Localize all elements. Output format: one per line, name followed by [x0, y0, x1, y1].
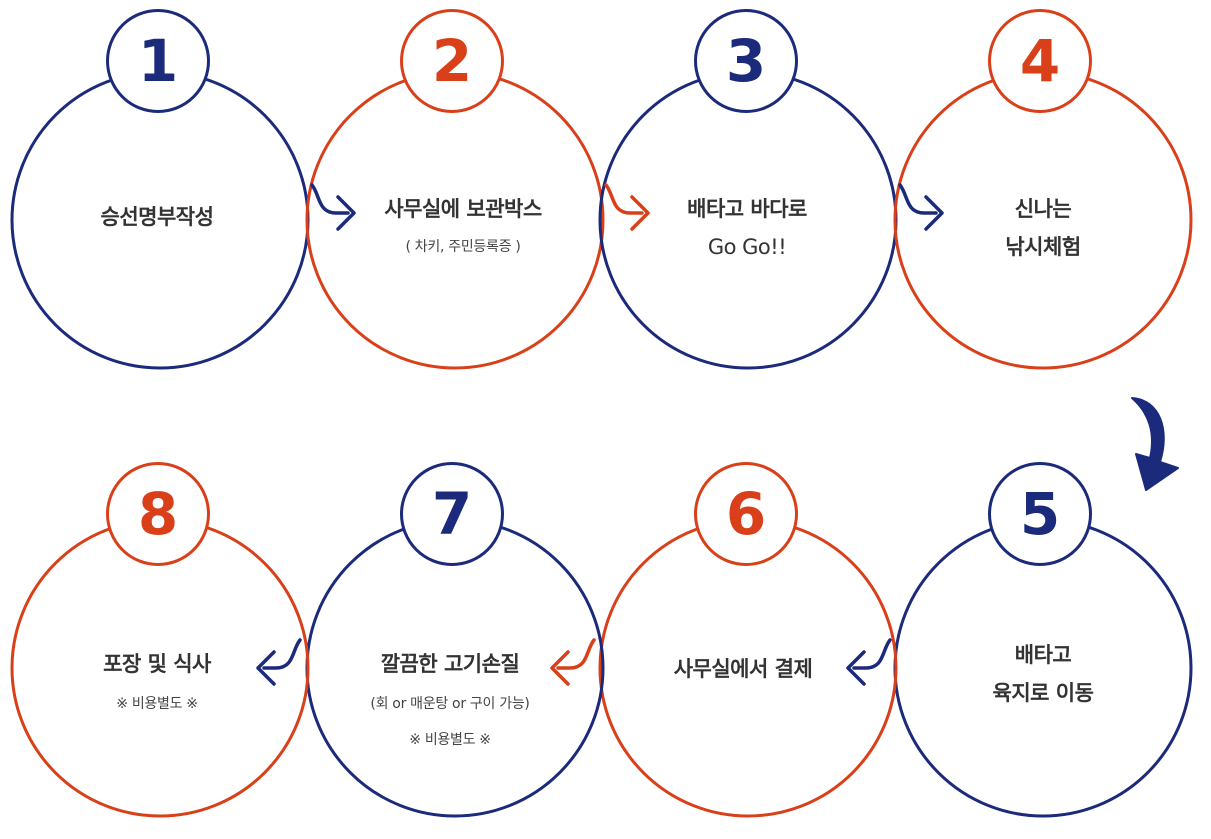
step-6-number-badge: 6: [694, 462, 798, 566]
step-4-number-badge: 4: [988, 9, 1092, 113]
arrow-right-icon: [924, 195, 944, 231]
step-2-number-badge: 2: [400, 9, 504, 113]
arrow-left-icon: [550, 650, 570, 686]
curved-down-arrow-icon: [1131, 397, 1179, 491]
step-8-label: 포장 및 식사 ※ 비용별도 ※: [37, 645, 277, 715]
step-7-title: 깔끔한 고기손질: [380, 652, 520, 676]
connector-5-to-6: [852, 638, 892, 670]
step-5-title-line-2: 육지로 이동: [992, 681, 1094, 705]
step-8-number-badge: 8: [106, 462, 210, 566]
step-4-label: 신나는 낚시체험: [923, 190, 1163, 266]
step-2-label: 사무실에 보관박스 ( 차키, 주민등록증 ): [343, 190, 583, 258]
connector-6-to-7: [556, 638, 596, 670]
step-3-title-line-2: Go Go!!: [707, 235, 787, 259]
step-4-title-line-2: 낚시체험: [1005, 235, 1081, 259]
step-7-label: 깔끔한 고기손질 (회 or 매운탕 or 구이 가능) ※ 비용별도 ※: [330, 645, 570, 751]
connector-1-to-2: [310, 183, 350, 215]
arrow-left-icon: [846, 650, 866, 686]
arrow-right-icon: [630, 195, 650, 231]
step-8-note: ※ 비용별도 ※: [116, 696, 198, 712]
step-5-title-line-1: 배타고: [1014, 643, 1072, 667]
step-5-label: 배타고 육지로 이동: [923, 636, 1163, 712]
connector-7-to-8: [262, 638, 302, 670]
step-7-note-1: (회 or 매운탕 or 구이 가능): [370, 696, 530, 712]
connector-2-to-3: [604, 183, 644, 215]
step-3-title-line-1: 배타고 바다로: [687, 197, 807, 221]
step-8-title: 포장 및 식사: [103, 652, 211, 676]
arrow-left-icon: [256, 650, 276, 686]
step-3-label: 배타고 바다로 Go Go!!: [627, 190, 867, 266]
step-2-note: ( 차키, 주민등록증 ): [405, 239, 521, 255]
step-7-number-badge: 7: [400, 462, 504, 566]
step-1-label: 승선명부작성: [37, 198, 277, 236]
step-6-title: 사무실에서 결제: [673, 657, 813, 681]
step-1-number-badge: 1: [106, 9, 210, 113]
connector-3-to-4: [898, 183, 938, 215]
step-5-number-badge: 5: [988, 462, 1092, 566]
step-7-note-2: ※ 비용별도 ※: [409, 732, 491, 748]
arrow-right-icon: [336, 195, 356, 231]
step-1-title: 승선명부작성: [100, 205, 214, 229]
step-4-title-line-1: 신나는: [1014, 197, 1072, 221]
step-2-title: 사무실에 보관박스: [384, 197, 542, 221]
step-3-number-badge: 3: [694, 9, 798, 113]
step-6-label: 사무실에서 결제: [623, 650, 863, 688]
